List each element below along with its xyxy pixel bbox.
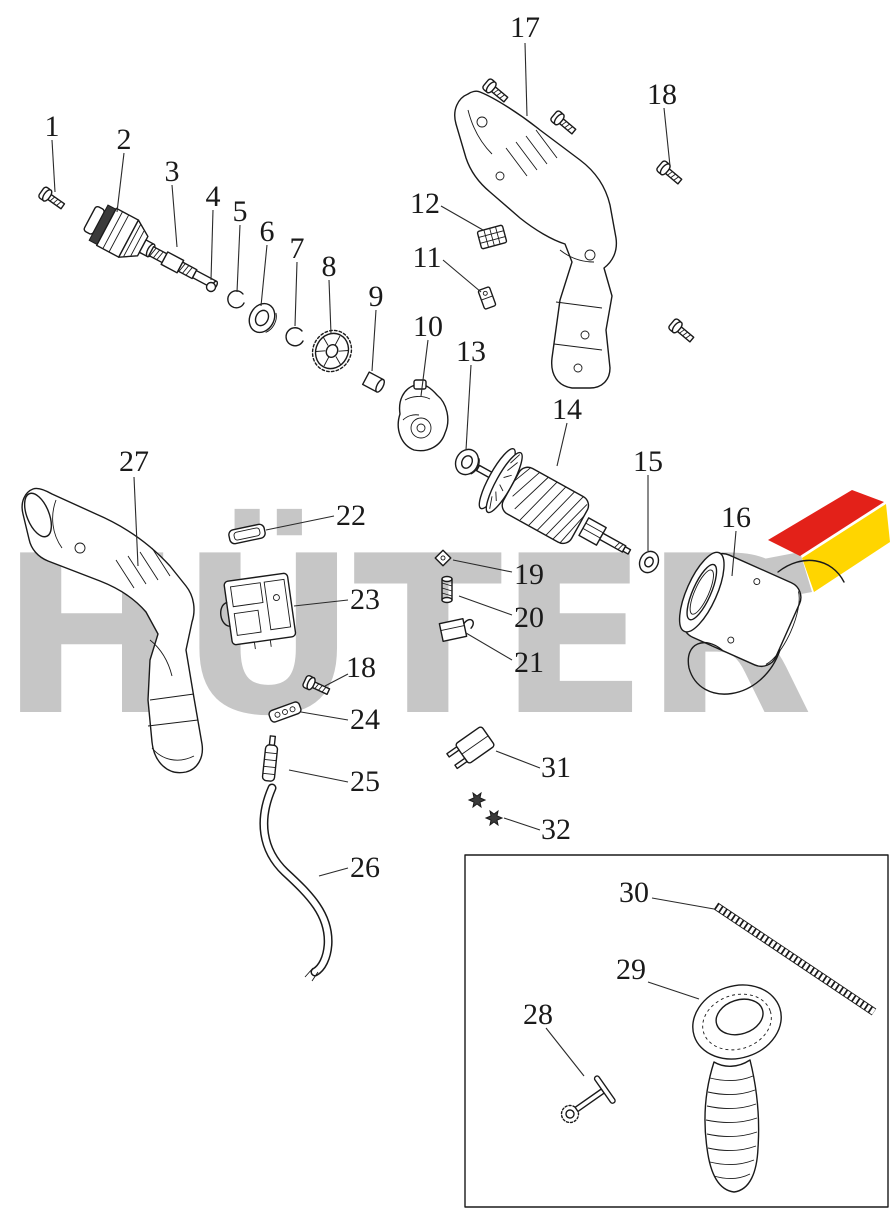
sleeve-drawing (361, 371, 385, 393)
washer-drawing (638, 550, 660, 574)
circlip-7-drawing (285, 327, 304, 347)
brush-spring-drawing (441, 575, 453, 604)
cord-grommet-drawing (261, 735, 279, 782)
bearing-13-drawing (454, 448, 480, 476)
plate-12-drawing (476, 224, 508, 250)
terminal-strip-drawing (268, 701, 302, 723)
screw-1-drawing (37, 185, 68, 213)
chuck-key-drawing (560, 1075, 616, 1124)
screw-18-drawing (666, 317, 697, 346)
gear-cover-drawing (397, 379, 449, 452)
armature-drawing (475, 447, 632, 555)
button-drawing (228, 523, 266, 545)
chuck-drawing (83, 204, 156, 258)
screw-18b-drawing (301, 674, 332, 699)
screw-18-drawing (548, 109, 579, 138)
housing-right-drawing (454, 90, 618, 389)
stator-drawing (678, 551, 845, 695)
ball-drawing (205, 281, 217, 293)
gear-drawing (311, 329, 353, 373)
star-knobs-drawing (467, 791, 504, 827)
power-cord-drawing (259, 783, 333, 982)
carbon-brush-drawing (438, 618, 474, 642)
bracket-11-drawing (477, 286, 497, 310)
bearing-6-drawing (248, 302, 277, 334)
switch-drawing (220, 572, 297, 650)
inset-box (464, 854, 889, 1208)
depth-rod-drawing (713, 902, 877, 1016)
plug-drawing (446, 726, 495, 770)
circlip-5-drawing (227, 290, 245, 309)
aux-handle-drawing (692, 984, 782, 1193)
nut-19-drawing (434, 549, 452, 567)
leader-lines (51, 42, 737, 1077)
housing-left-drawing (21, 487, 204, 774)
